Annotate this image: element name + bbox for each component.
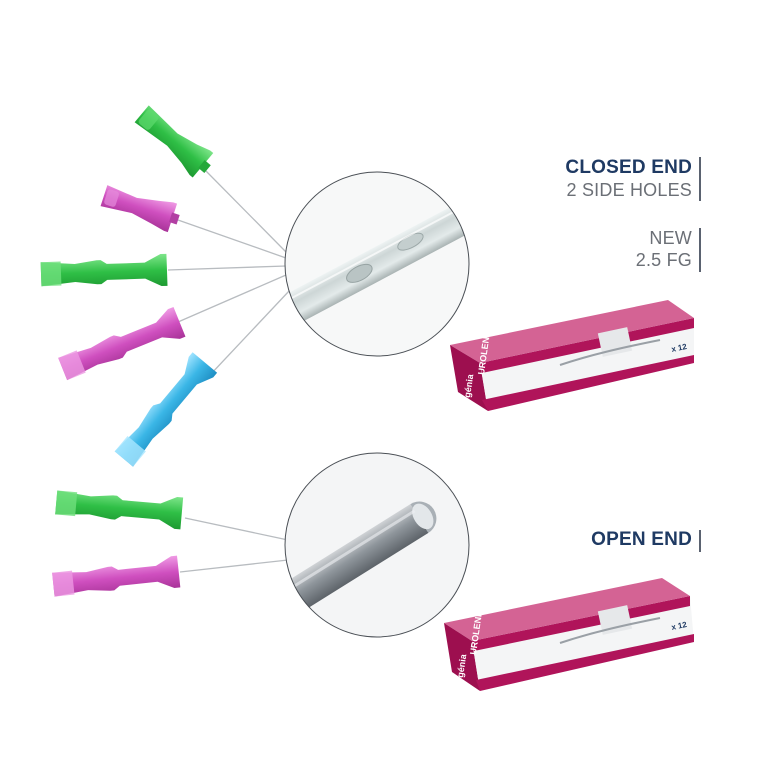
- open-end-label: OPEN END: [591, 529, 692, 551]
- top-box-maker: génia: [462, 373, 475, 399]
- open-end-zoom-circle: [284, 452, 470, 638]
- closed-end-label: CLOSED END 2 SIDE HOLES: [565, 157, 692, 201]
- magenta-catheter-connector-1: [100, 185, 180, 233]
- new-label-line1: NEW: [649, 228, 692, 248]
- green-catheter-connector-2: [40, 253, 168, 287]
- green-catheter-connector-1: [134, 105, 214, 178]
- magenta-catheter-connector-2: [58, 306, 186, 381]
- blue-catheter-connector: [114, 352, 218, 467]
- open-end-label-bar: [699, 530, 701, 552]
- bottom-box-count: x 12: [671, 620, 689, 632]
- closed-end-subtitle: 2 SIDE HOLES: [566, 179, 692, 200]
- bottom-box-maker: génia: [455, 653, 468, 679]
- new-size-label: NEW 2.5 FG: [635, 228, 692, 271]
- top-box-count: x 12: [671, 342, 689, 354]
- green-catheter-connector-3: [55, 490, 184, 530]
- closed-end-title: CLOSED END: [565, 157, 692, 178]
- magenta-catheter-connector-3: [52, 555, 181, 597]
- new-label-bar: [699, 228, 701, 272]
- closed-end-label-bar: [699, 157, 701, 201]
- open-end-title: OPEN END: [591, 529, 692, 550]
- urolene-box-closed-end: [450, 300, 694, 411]
- catheter-shafts-closed-end: [167, 169, 291, 376]
- urolene-box-open-end: [444, 578, 694, 691]
- closed-end-zoom-circle: [284, 171, 470, 357]
- catheter-shafts-open-end: [179, 517, 289, 573]
- new-label-line2: 2.5 FG: [635, 249, 692, 270]
